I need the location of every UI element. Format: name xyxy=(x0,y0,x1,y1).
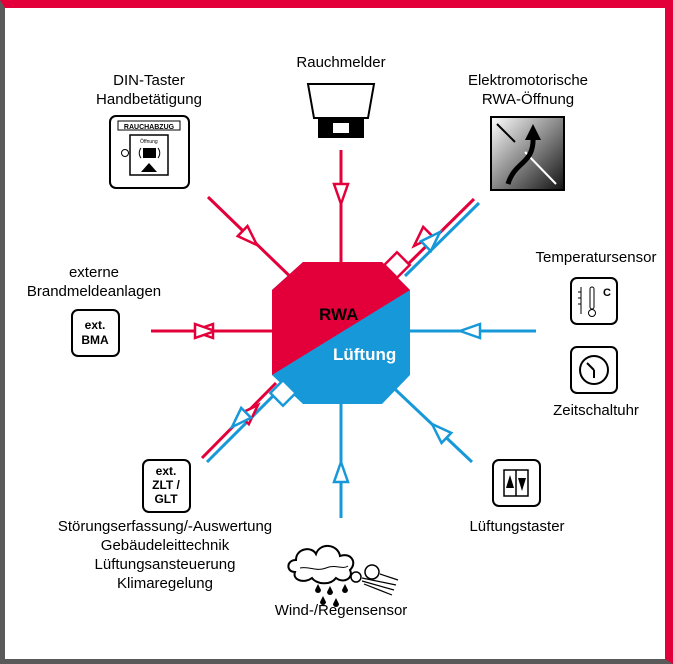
din-panel-sub: Öffnung xyxy=(140,138,158,145)
arrow-bma-2 xyxy=(193,322,219,340)
bma-label-2: Brandmeldeanlagen xyxy=(27,283,161,300)
arrow-wind xyxy=(332,458,350,484)
lueftungstaster-label: Lüftungstaster xyxy=(469,518,564,535)
clock-icon xyxy=(570,346,618,394)
arrow-din xyxy=(235,223,260,248)
arrow-temperatur xyxy=(456,322,482,340)
din-panel-title: RAUCHABZUG xyxy=(124,124,175,131)
arrow-zlt-blue xyxy=(229,405,254,430)
din-label-1: DIN-Taster xyxy=(113,72,185,89)
zlt-box-line3: GLT xyxy=(154,492,178,506)
temperatur-unit: C xyxy=(603,287,611,299)
line-zlt-blue xyxy=(205,386,283,464)
ventilation-button-icon xyxy=(492,459,541,507)
lueftung-label: Lüftung xyxy=(333,345,396,364)
bma-box-line1: ext. xyxy=(85,318,106,332)
bma-box-line2: BMA xyxy=(81,333,109,347)
zlt-box: ext. ZLT / GLT xyxy=(142,459,191,513)
elektro-label-1: Elektromotorische xyxy=(468,72,588,89)
weather-sensor-icon xyxy=(287,545,399,607)
din-label-2: Handbetätigung xyxy=(96,91,202,108)
connector-elektro xyxy=(382,250,412,280)
zlt-label-4: Klimaregelung xyxy=(117,575,213,592)
motor-opening-icon xyxy=(490,116,565,191)
zlt-label-1: Störungserfassung/-Auswertung xyxy=(58,518,272,535)
zlt-label-3: Lüftungsansteuerung xyxy=(95,556,236,573)
thermometer-icon: C xyxy=(570,277,618,325)
bma-box: ext. BMA xyxy=(71,309,120,357)
line-elektro-blue xyxy=(403,201,481,278)
zeituhr-label: Zeitschaltuhr xyxy=(553,402,639,419)
zlt-box-line2: ZLT / xyxy=(152,478,180,492)
connector-zlt xyxy=(268,378,298,408)
temperatur-label: Temperatursensor xyxy=(536,249,657,266)
zlt-box-line1: ext. xyxy=(156,464,177,478)
zlt-label-2: Gebäudeleittechnik xyxy=(101,537,230,554)
center-octagon: RWA Lüftung xyxy=(272,262,410,404)
arrow-elektro-blue xyxy=(418,229,443,254)
rauchmelder-label: Rauchmelder xyxy=(296,54,385,71)
elektro-label-2: RWA-Öffnung xyxy=(482,90,574,108)
manual-call-point-icon: RAUCHABZUG Öffnung xyxy=(109,115,190,189)
arrow-lueftungstaster xyxy=(429,421,454,446)
bma-label-1: externe xyxy=(69,264,119,281)
smoke-detector-icon xyxy=(306,83,376,138)
wind-label: Wind-/Regensensor xyxy=(275,602,408,619)
rwa-label: RWA xyxy=(319,305,358,324)
arrow-rauchmelder xyxy=(332,182,350,208)
